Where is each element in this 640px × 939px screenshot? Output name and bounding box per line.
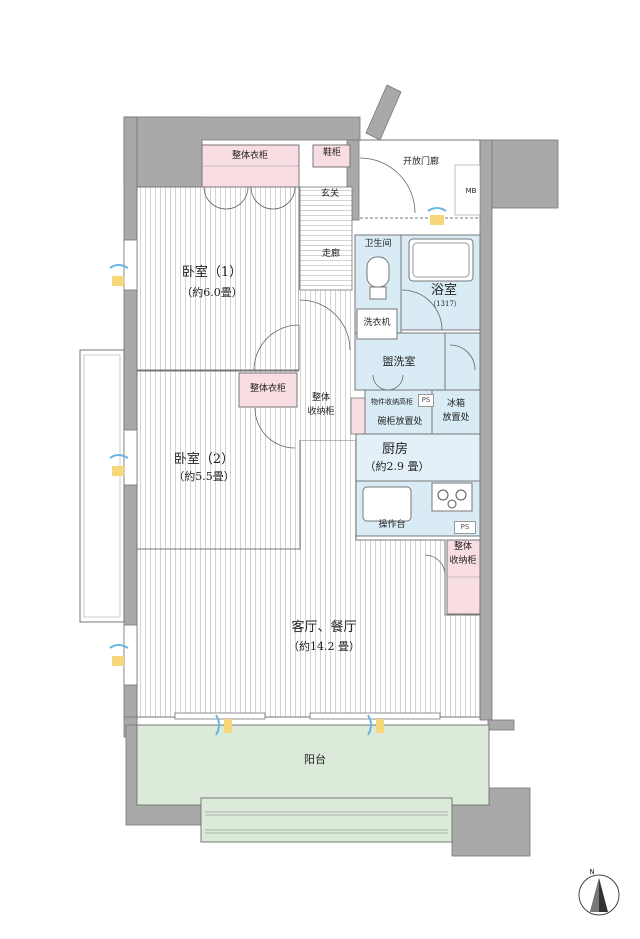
bath-size: （1317） xyxy=(429,300,461,308)
storage-label-1: 整体 xyxy=(311,393,331,403)
washer-label: 洗衣机 xyxy=(363,318,391,328)
bedroom-1-floor xyxy=(136,186,300,371)
kitchen-size: （約2.9 畳） xyxy=(364,460,430,473)
fridge-label-1: 冰箱 xyxy=(446,399,466,409)
compass-north: N xyxy=(589,868,595,876)
bath-name: 浴室 xyxy=(430,283,458,298)
storage2-label-1: 整体 xyxy=(453,542,473,552)
living-size: （約14.2 畳） xyxy=(288,640,360,653)
cupboard-label: 碗柜放置处 xyxy=(377,417,423,427)
bedroom-2-name: 卧室（2） xyxy=(173,452,235,467)
cupboard-note: 物件收纳高柜 xyxy=(371,398,413,406)
compass-icon xyxy=(578,874,620,916)
bedroom-1-size: （約6.0畳） xyxy=(181,286,243,299)
mb-label: MB xyxy=(465,187,477,195)
bedroom-2-size: （約5.5畳） xyxy=(173,470,235,483)
corridor-label: 走廊 xyxy=(321,249,341,259)
toilet-label: 卫生间 xyxy=(364,239,392,249)
shoe-cabinet-label: 鞋柜 xyxy=(322,148,342,158)
storage-label-2: 收纳柜 xyxy=(307,407,335,417)
storage2-label-2: 收纳柜 xyxy=(449,556,477,566)
shoe-cabinet-box xyxy=(312,144,351,168)
ps-box-2: PS xyxy=(454,521,476,534)
closet-mid-label: 整体衣柜 xyxy=(249,384,287,394)
corridor-floor xyxy=(299,186,353,291)
hall-floor xyxy=(299,290,355,440)
closet-mid-box xyxy=(238,372,298,408)
closet-top-label: 整体衣柜 xyxy=(231,151,269,161)
living-name: 客厅、餐厅 xyxy=(291,620,357,635)
bedroom-1-name: 卧室（1） xyxy=(181,265,243,280)
fridge-label-2: 放置处 xyxy=(442,413,470,423)
counter-label: 操作台 xyxy=(378,520,406,530)
balcony-floor xyxy=(136,724,490,806)
kitchen-name: 厨房 xyxy=(381,442,409,457)
open-corridor-label: 开放门廊 xyxy=(402,157,440,167)
vent-icon xyxy=(109,207,447,736)
washroom-label: 盥洗室 xyxy=(382,355,416,368)
entrance-label: 玄关 xyxy=(320,189,340,199)
balcony-label: 阳台 xyxy=(304,753,326,766)
ps-box-1: PS xyxy=(418,394,434,407)
